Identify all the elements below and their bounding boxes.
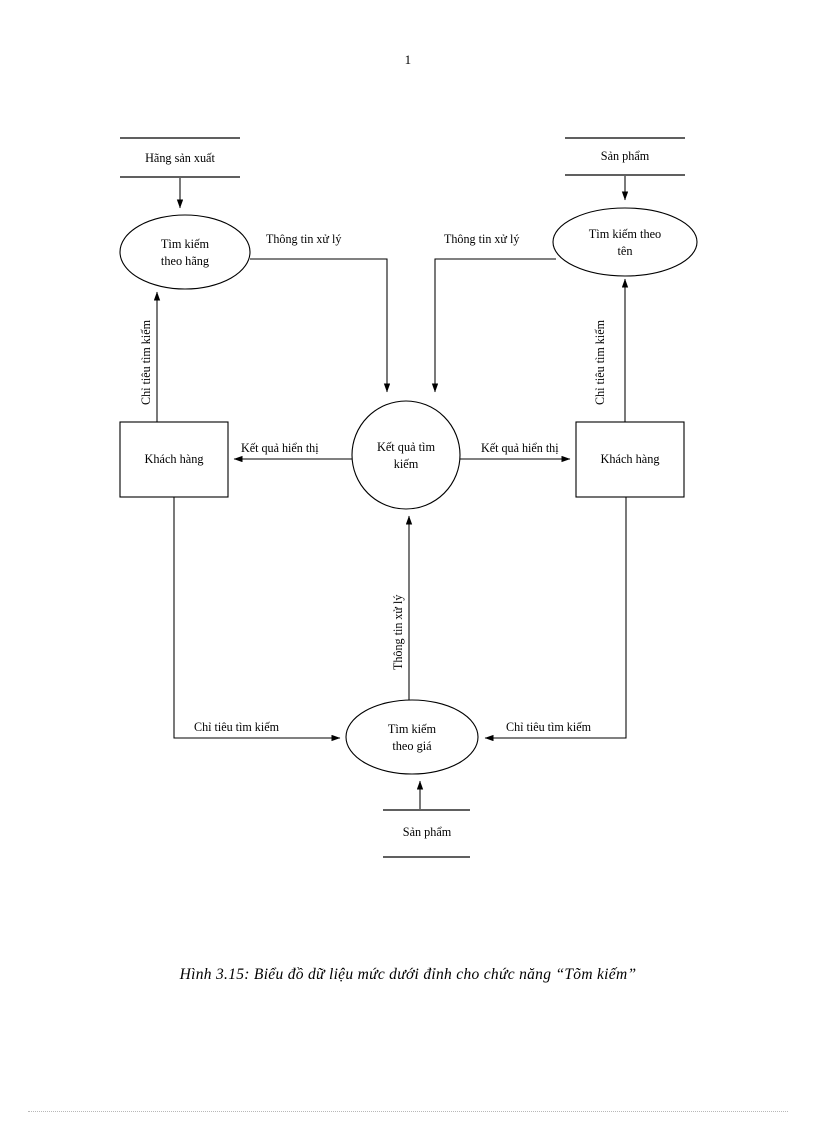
data-store-label: Sản phẩm <box>403 825 452 839</box>
flow-arrow-chi-tieu-tim-kiem-bottom-left <box>173 497 341 742</box>
flow-label-chi-tieu-tim-kiem-bottom-left: Chỉ tiêu tìm kiếm <box>194 720 280 734</box>
process-label-line2: kiếm <box>394 457 419 471</box>
page-number: 1 <box>404 52 412 67</box>
flow-arrow-thong-tin-xu-ly-left <box>250 258 391 393</box>
flow-arrow-thong-tin-xu-ly-right <box>431 258 556 393</box>
footer-divider <box>28 1111 788 1112</box>
flow-arrow-chi-tieu-tim-kiem-bottom-right <box>484 497 627 742</box>
process-tim-kiem-theo-hang: Tìm kiếm theo hãng <box>119 214 251 290</box>
flow-label-thong-tin-xu-ly-right: Thông tin xử lý <box>444 232 519 246</box>
data-store-label: Hãng sản xuất <box>145 151 215 165</box>
process-tim-kiem-theo-gia: Tìm kiếm theo giá <box>345 699 479 775</box>
entity-label: Khách hàng <box>144 452 203 466</box>
process-tim-kiem-theo-ten: Tìm kiếm theo tên <box>552 207 698 277</box>
flow-label-thong-tin-xu-ly-left: Thông tin xử lý <box>266 232 341 246</box>
process-label-line2: theo hãng <box>161 254 209 268</box>
flow-label-ket-qua-hien-thi-right: Kết quả hiển thị <box>481 441 559 455</box>
process-label-line1: Tìm kiếm <box>388 722 437 736</box>
flow-label-chi-tieu-tim-kiem-bottom-right: Chỉ tiêu tìm kiếm <box>506 720 592 734</box>
process-label-line2: tên <box>617 244 632 258</box>
process-label-line1: Tìm kiếm theo <box>589 227 661 241</box>
flow-label-chi-tieu-tim-kiem-left: Chỉ tiêu tìm kiếm <box>139 319 153 405</box>
process-label-line2: theo giá <box>392 739 432 753</box>
flow-label-thong-tin-xu-ly-bottom: Thông tin xử lý <box>391 595 405 670</box>
data-store-san-pham-bottom: Sản phẩm <box>383 809 470 858</box>
process-ket-qua-tim-kiem: Kết quả tìm kiếm <box>351 400 461 510</box>
data-store-san-pham-top: Sản phẩm <box>565 137 685 176</box>
data-store-label: Sản phẩm <box>601 149 650 163</box>
entity-label: Khách hàng <box>600 452 659 466</box>
flow-label-chi-tieu-tim-kiem-right: Chỉ tiêu tìm kiếm <box>593 319 607 405</box>
process-label-line1: Kết quả tìm <box>377 440 435 454</box>
process-label-line1: Tìm kiếm <box>161 237 210 251</box>
data-store-hang-san-xuat: Hãng sản xuất <box>120 137 240 178</box>
flow-label-ket-qua-hien-thi-left: Kết quả hiển thị <box>241 441 319 455</box>
entity-khach-hang-left: Khách hàng <box>119 421 229 498</box>
figure-caption: Hình 3.15: Biểu đồ dữ liệu mức dưới đỉnh… <box>179 966 637 983</box>
entity-khach-hang-right: Khách hàng <box>575 421 685 498</box>
